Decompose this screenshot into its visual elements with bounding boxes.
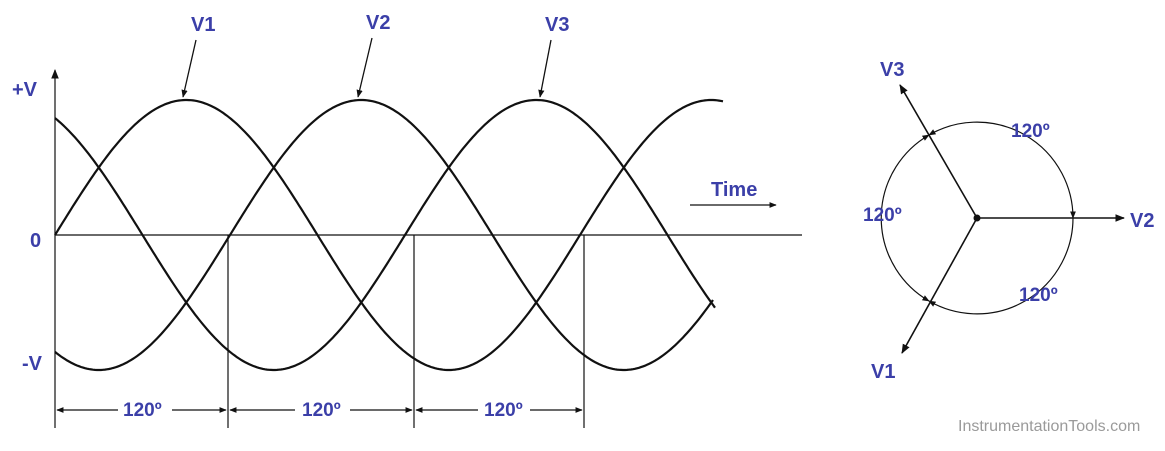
phasor-v3 xyxy=(899,84,978,219)
y-label-positive: +V xyxy=(12,79,38,101)
phasor-label-v3: V3 xyxy=(880,59,904,81)
phase-label-v3: V3 xyxy=(545,14,569,36)
angle-arc-v2-v1 xyxy=(928,217,1074,315)
phase-label-v2: V2 xyxy=(366,12,390,34)
angle-label-bottom: 120º xyxy=(1019,285,1058,306)
phasor-v1 xyxy=(901,217,978,354)
phasor-label-v2: V2 xyxy=(1130,210,1154,232)
angle-label-left: 120º xyxy=(863,205,902,226)
waveform-v3 xyxy=(54,98,716,372)
y-label-negative: -V xyxy=(22,353,43,375)
waveform-plot: +V 0 -V Time V1 V2 V3 120º 120º 120º xyxy=(12,12,802,428)
waveform-v2 xyxy=(54,98,714,372)
phasor-diagram: V3 V2 V1 120º 120º 120º xyxy=(863,59,1154,383)
phase-label-v1: V1 xyxy=(191,14,215,36)
phasor-label-v1: V1 xyxy=(871,361,895,383)
angle-arc-v1-v3 xyxy=(880,134,930,302)
pointer-v3 xyxy=(538,39,552,98)
angle-arc-v3-v2 xyxy=(928,121,1076,219)
watermark: InstrumentationTools.com xyxy=(958,418,1140,435)
pointer-v1 xyxy=(181,39,197,98)
angle-label-top: 120º xyxy=(1011,121,1050,142)
dim-label-0: 120º xyxy=(123,400,162,421)
dim-label-2: 120º xyxy=(484,400,523,421)
dim-label-1: 120º xyxy=(302,400,341,421)
waveform-v1 xyxy=(54,98,724,372)
time-label: Time xyxy=(711,179,757,201)
pointer-v2 xyxy=(356,37,373,98)
y-label-zero: 0 xyxy=(30,230,41,252)
